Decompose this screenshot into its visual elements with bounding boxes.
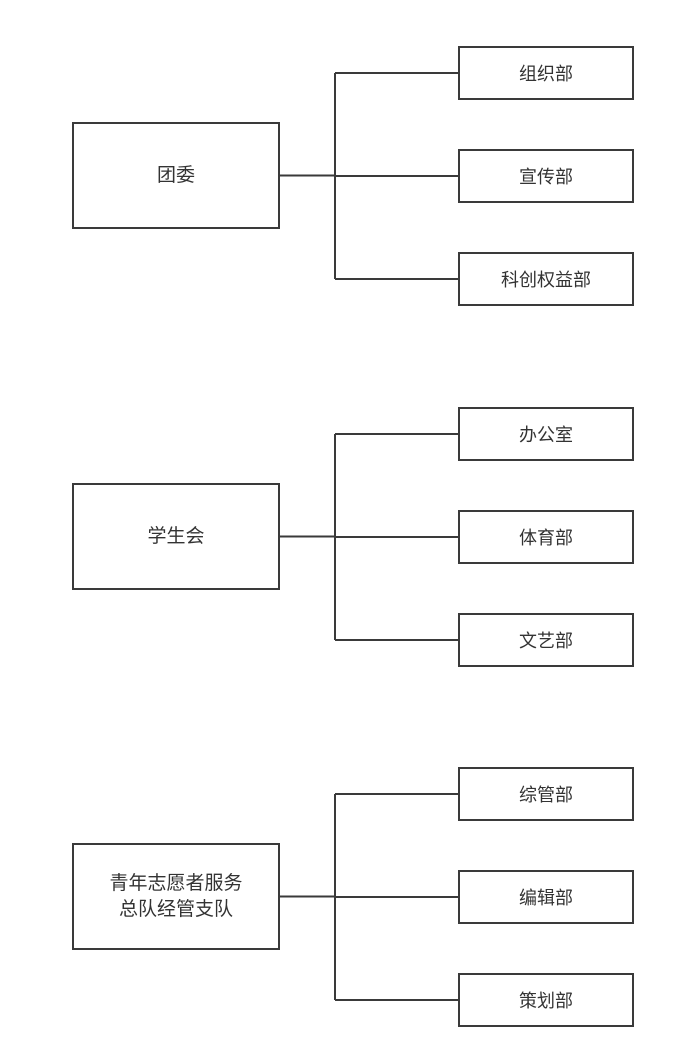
org-node-zuzhibu: 组织部 [458,46,634,100]
node-label: 学生会 [147,524,205,547]
node-label: 团委 [156,163,195,186]
node-label-line-1: 青年志愿者服务 [109,871,243,894]
node-label: 综管部 [519,785,573,806]
org-node-bianjibu: 编辑部 [458,870,634,924]
org-node-bangongshi: 办公室 [458,407,634,461]
org-node-xuanchuanbu: 宣传部 [458,149,634,203]
node-label: 宣传部 [519,167,573,188]
org-node-qingnianzhiyuanzhe: 青年志愿者服务 总队经管支队 [72,843,280,950]
node-label: 组织部 [519,64,573,85]
node-label: 科创权益部 [501,270,591,291]
org-node-cehuabu: 策划部 [458,973,634,1027]
node-label: 编辑部 [519,888,573,909]
org-node-kechuangquanyibu: 科创权益部 [458,252,634,306]
org-node-xueshenghui: 学生会 [72,483,280,590]
org-node-tiyubu: 体育部 [458,510,634,564]
node-label: 文艺部 [519,631,573,652]
node-label: 策划部 [519,991,573,1012]
node-label-line-2: 总队经管支队 [118,897,233,920]
org-node-zongguanbu: 综管部 [458,767,634,821]
org-node-tuanwei: 团委 [72,122,280,229]
node-label: 办公室 [519,425,573,446]
org-node-wenyibu: 文艺部 [458,613,634,667]
node-label: 体育部 [519,528,573,549]
